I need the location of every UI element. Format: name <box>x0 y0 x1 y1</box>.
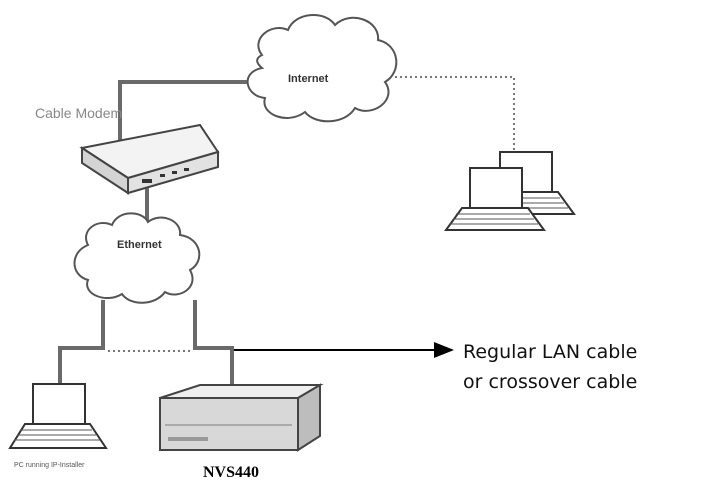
pc-caption: PC running IP-Installer <box>14 462 85 469</box>
internet-label: Internet <box>288 73 329 85</box>
cable-modem-label: Cable Modem <box>35 105 123 121</box>
ethernet-to-nvs-line <box>193 300 234 390</box>
cable-modem-icon <box>79 123 220 195</box>
cable-note-line2: or crossover cable <box>463 371 638 393</box>
ethernet-cloud-icon <box>73 212 201 304</box>
connection-lines <box>58 80 248 390</box>
modem-to-internet-line <box>118 80 248 150</box>
local-laptop-icon <box>8 383 108 449</box>
cable-note-line1: Regular LAN cable <box>463 341 638 363</box>
ethernet-label: Ethernet <box>117 239 162 251</box>
remote-laptop-icon <box>444 151 576 231</box>
internet-cloud-icon <box>246 13 398 123</box>
internet-to-remote-dotted-line <box>395 76 515 152</box>
nvs-device-label: NVS440 <box>203 464 260 481</box>
dotted-links <box>108 76 515 352</box>
nvs-server-icon <box>159 383 324 452</box>
ethernet-to-pc-line <box>58 300 105 388</box>
